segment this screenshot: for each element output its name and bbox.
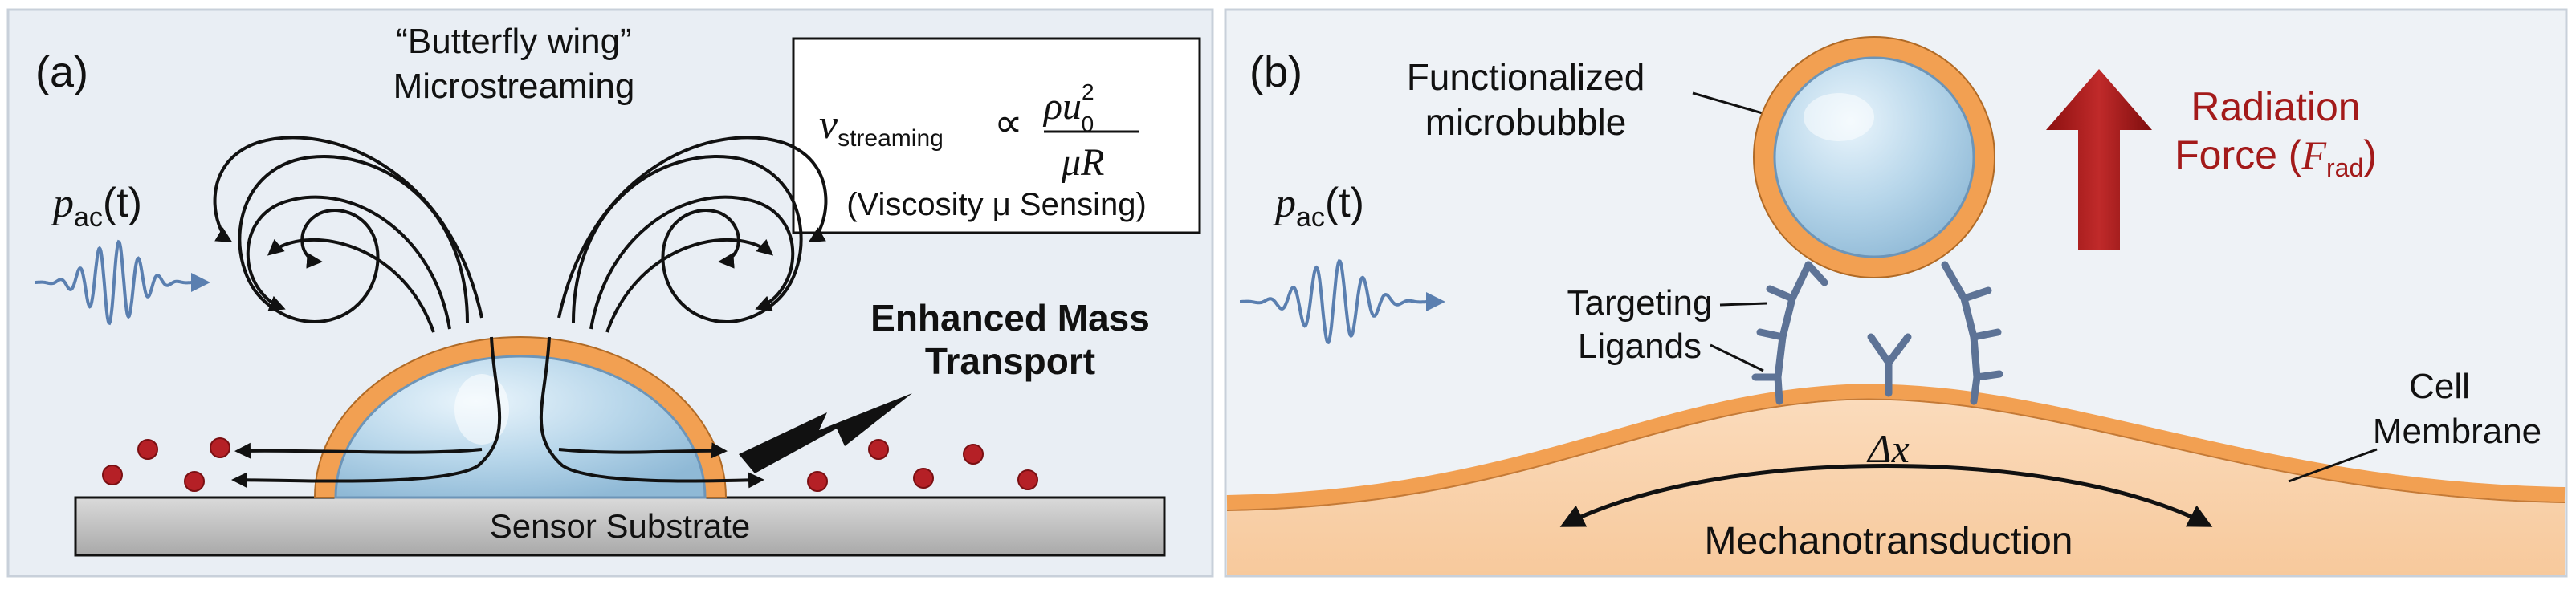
microstreaming-title-line2: Microstreaming	[393, 67, 635, 106]
displacement-label: Δx	[1866, 426, 1910, 471]
particle	[807, 471, 828, 492]
radiation-force-line2: Force (Frad)	[2175, 132, 2377, 182]
enhanced-transport-arrow	[739, 393, 912, 473]
sensor-substrate: Sensor Substrate	[74, 496, 1166, 557]
radiation-force-line1: Radiation	[2191, 84, 2360, 129]
ligands-leader-2	[1710, 343, 1764, 372]
ligands-leader-1	[1719, 302, 1767, 307]
streaming-vortices	[213, 136, 828, 489]
enhanced-transport-line1: Enhanced Mass	[870, 297, 1150, 339]
particle	[868, 439, 889, 460]
panel-b: (b) Functionalized microbubble Radiation…	[1224, 8, 2568, 578]
enhanced-transport-line2: Transport	[925, 340, 1095, 382]
acoustic-wave-b	[1240, 258, 1445, 345]
acoustic-wave-a	[35, 239, 210, 326]
microstreaming-title-line1: “Butterfly wing”	[396, 22, 631, 61]
panel-a: (a) “Butterfly wing” Microstreaming pac(…	[6, 8, 1214, 578]
bubble-label-line2: microbubble	[1425, 101, 1627, 143]
functionalized-microbubble	[1753, 36, 1995, 278]
particles	[102, 437, 1038, 492]
particle	[913, 468, 934, 489]
particle	[1017, 469, 1038, 490]
acoustic-pressure-label-a: pac(t)	[50, 180, 142, 233]
membrane-label-line1: Cell	[2409, 367, 2470, 406]
ligands-label-line1: Targeting	[1567, 283, 1712, 323]
ligands-label-line2: Ligands	[1578, 327, 1702, 366]
cell-membrane-fill	[1227, 391, 2565, 575]
particle	[184, 471, 205, 492]
particle	[102, 465, 123, 485]
cell-membrane-shell	[1226, 384, 2566, 510]
mechanotransduction-label: Mechanotransduction	[1705, 520, 2073, 563]
formula-denominator: μR	[1061, 141, 1104, 184]
membrane-label-line2: Membrane	[2373, 412, 2541, 451]
acoustic-pressure-label-b: pac(t)	[1272, 180, 1364, 233]
particle	[137, 439, 158, 460]
formula-lhs: vstreaming	[819, 102, 944, 152]
particle	[963, 444, 984, 465]
surface-bubble	[313, 336, 728, 499]
particle	[210, 437, 230, 458]
formula-proportional: ∝	[994, 100, 1023, 145]
radiation-force-arrow	[2046, 69, 2152, 250]
targeting-ligands	[1751, 261, 2003, 405]
substrate-label: Sensor Substrate	[490, 507, 751, 545]
panel-b-label: (b)	[1249, 48, 1302, 96]
membrane-leader-line	[2288, 448, 2378, 483]
panel-a-label: (a)	[35, 48, 88, 96]
formula-note: (Viscosity μ Sensing)	[846, 187, 1147, 222]
bubble-label-line1: Functionalized	[1407, 56, 1645, 98]
mechanotransduction-arrow	[1559, 464, 2213, 527]
